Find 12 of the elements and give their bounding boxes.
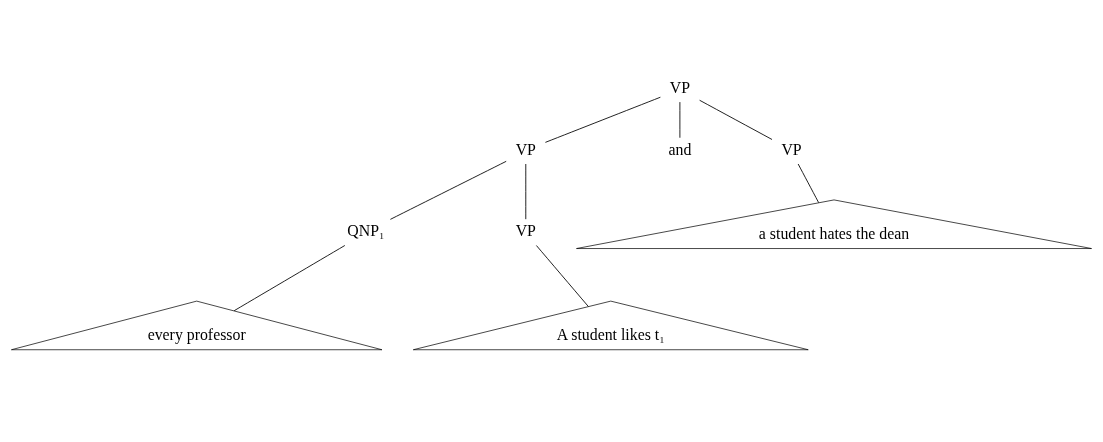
node-text: VP [515, 222, 536, 240]
node-text: VP [669, 78, 691, 96]
connector [544, 96, 661, 143]
connector [699, 99, 773, 140]
connector [797, 163, 820, 203]
node-text: VP [515, 140, 536, 158]
node-text: QNP₁ [347, 222, 385, 240]
node-text: VP [781, 140, 802, 158]
connector [535, 245, 589, 307]
node-text: and [668, 140, 692, 158]
connector [233, 245, 346, 312]
connector [389, 160, 507, 220]
